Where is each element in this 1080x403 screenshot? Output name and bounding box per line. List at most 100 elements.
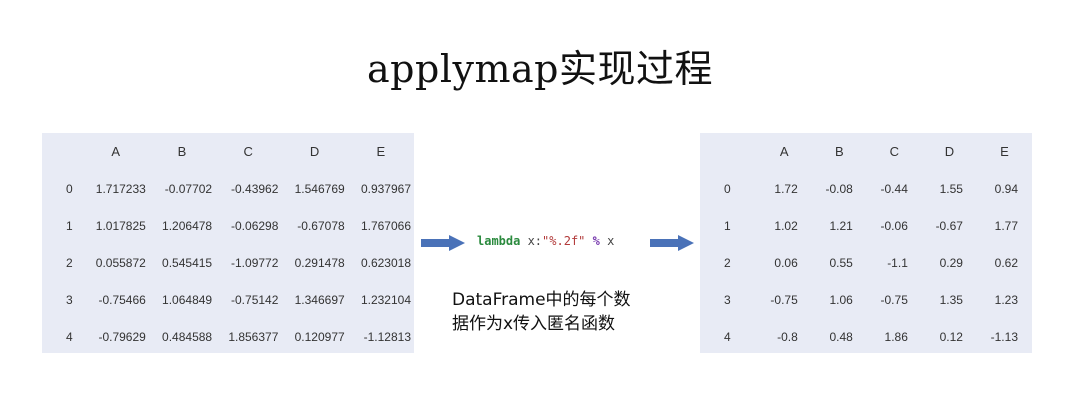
table-row: 0 1.72 -0.08 -0.44 1.55 0.94 <box>700 170 1032 207</box>
formatted-dataframe-table: A B C D E 0 1.72 -0.08 -0.44 1.55 0.94 1 1.02 1.21 -0.… <box>700 133 1032 353</box>
table-cell: -0.06298 <box>231 218 279 233</box>
column-header: E <box>1000 144 1009 159</box>
table-cell: 1.767066 <box>360 218 411 233</box>
table-cell: 1.55 <box>939 181 963 196</box>
column-header: C <box>243 144 253 159</box>
column-header: C <box>889 144 900 159</box>
table-cell: 0.55 <box>829 255 853 270</box>
table-cell: -0.79629 <box>98 329 146 344</box>
left-df-grid: A B C D E 0 1.717233 -0.07702 -0.43962 1.546769 0.… <box>42 133 414 355</box>
table-cell: 0.545415 <box>162 255 213 270</box>
row-index: 0 <box>66 181 73 196</box>
original-dataframe-table: A B C D E 0 1.717233 -0.07702 -0.43962 1.546769 0.… <box>42 133 414 353</box>
table-cell: 1.06 <box>829 292 853 307</box>
table-cell: -0.75142 <box>231 292 279 307</box>
right-arrow-icon <box>650 235 694 251</box>
table-cell: 1.72 <box>774 181 798 196</box>
table-row: 0 1.717233 -0.07702 -0.43962 1.546769 0.93796… <box>42 170 414 207</box>
table-cell: 1.064849 <box>162 292 213 307</box>
table-cell: -0.75466 <box>98 292 146 307</box>
table-cell: -1.1 <box>887 255 908 270</box>
table-cell: 0.623018 <box>360 255 411 270</box>
column-header <box>700 133 757 170</box>
table-cell: 0.94 <box>994 181 1018 196</box>
table-row: 1 1.017825 1.206478 -0.06298 -0.67078 1.76706… <box>42 207 414 244</box>
table-cell: 1.23 <box>994 292 1018 307</box>
row-index: 0 <box>724 181 731 196</box>
table-cell: 1.717233 <box>95 181 146 196</box>
lambda-expression: lambda x:"%.2f" % x <box>477 234 614 248</box>
column-header: B <box>177 144 187 159</box>
table-cell: -0.8 <box>777 329 798 344</box>
table-header-row: A B C D E <box>700 133 1032 170</box>
table-cell: 1.21 <box>829 218 853 233</box>
column-header <box>42 133 83 170</box>
lambda-format-string: "%.2f" <box>542 234 586 248</box>
table-row: 1 1.02 1.21 -0.06 -0.67 1.77 <box>700 207 1032 244</box>
table-cell: 0.291478 <box>294 255 345 270</box>
table-cell: 1.346697 <box>294 292 345 307</box>
table-cell: -0.08 <box>825 181 853 196</box>
table-cell: 0.055872 <box>95 255 146 270</box>
column-header: D <box>309 144 320 159</box>
column-header: A <box>111 144 121 159</box>
lambda-arg: x <box>599 234 615 248</box>
table-cell: 0.120977 <box>294 329 345 344</box>
table-cell: 1.232104 <box>360 292 411 307</box>
table-cell: 0.48 <box>829 329 853 344</box>
table-cell: 1.856377 <box>228 329 279 344</box>
table-row: 2 0.055872 0.545415 -1.09772 0.291478 0.62301… <box>42 244 414 281</box>
table-cell: -0.67078 <box>297 218 345 233</box>
table-row: 3 -0.75 1.06 -0.75 1.35 1.23 <box>700 281 1032 318</box>
table-row: 4 -0.79629 0.484588 1.856377 0.120977 -1.1281… <box>42 318 414 355</box>
table-cell: 0.937967 <box>360 181 411 196</box>
lambda-param: x: <box>520 234 543 248</box>
column-header: D <box>944 144 955 159</box>
table-cell: 1.35 <box>939 292 963 307</box>
table-row: 4 -0.8 0.48 1.86 0.12 -1.13 <box>700 318 1032 355</box>
row-index: 1 <box>66 218 73 233</box>
description-line-1: DataFrame中的每个数 <box>452 290 631 310</box>
table-cell: 1.017825 <box>95 218 146 233</box>
right-df-grid: A B C D E 0 1.72 -0.08 -0.44 1.55 0.94 1 1.02 1.21 -0.… <box>700 133 1032 355</box>
table-cell: 0.29 <box>939 255 963 270</box>
table-row: 3 -0.75466 1.064849 -0.75142 1.346697 1.23210… <box>42 281 414 318</box>
column-header: A <box>779 144 789 159</box>
table-cell: -0.44 <box>880 181 908 196</box>
table-cell: -0.67 <box>935 218 963 233</box>
table-cell: -0.07702 <box>164 181 213 196</box>
row-index: 3 <box>724 292 731 307</box>
description-text: DataFrame中的每个数 据作为x传入匿名函数 <box>452 288 682 336</box>
row-index: 2 <box>66 255 73 270</box>
row-index: 1 <box>724 218 731 233</box>
table-cell: 0.06 <box>774 255 798 270</box>
table-row: 2 0.06 0.55 -1.1 0.29 0.62 <box>700 244 1032 281</box>
description-line-2: 据作为x传入匿名函数 <box>452 314 616 334</box>
table-cell: -0.75 <box>770 292 798 307</box>
table-cell: -0.75 <box>880 292 908 307</box>
row-index: 3 <box>66 292 73 307</box>
column-header: B <box>834 144 844 159</box>
table-cell: -1.13 <box>990 329 1018 344</box>
row-index: 2 <box>724 255 731 270</box>
right-arrow-icon <box>421 235 465 251</box>
slide-title: applymap实现过程 <box>367 47 713 91</box>
lambda-keyword: lambda <box>477 234 521 248</box>
row-index: 4 <box>724 329 731 344</box>
table-cell: 0.62 <box>994 255 1018 270</box>
table-cell: 1.546769 <box>294 181 345 196</box>
table-header-row: A B C D E <box>42 133 414 170</box>
table-cell: -1.12813 <box>363 329 411 344</box>
table-cell: 1.02 <box>774 218 798 233</box>
table-cell: -0.06 <box>880 218 908 233</box>
table-cell: 1.86 <box>884 329 908 344</box>
table-cell: 0.12 <box>939 329 963 344</box>
table-cell: 1.206478 <box>162 218 213 233</box>
table-cell: 1.77 <box>994 218 1018 233</box>
row-index: 4 <box>66 329 73 344</box>
table-cell: -1.09772 <box>231 255 279 270</box>
lambda-operator: % <box>585 234 600 248</box>
table-cell: 0.484588 <box>162 329 213 344</box>
table-cell: -0.43962 <box>231 181 279 196</box>
column-header: E <box>376 144 386 159</box>
